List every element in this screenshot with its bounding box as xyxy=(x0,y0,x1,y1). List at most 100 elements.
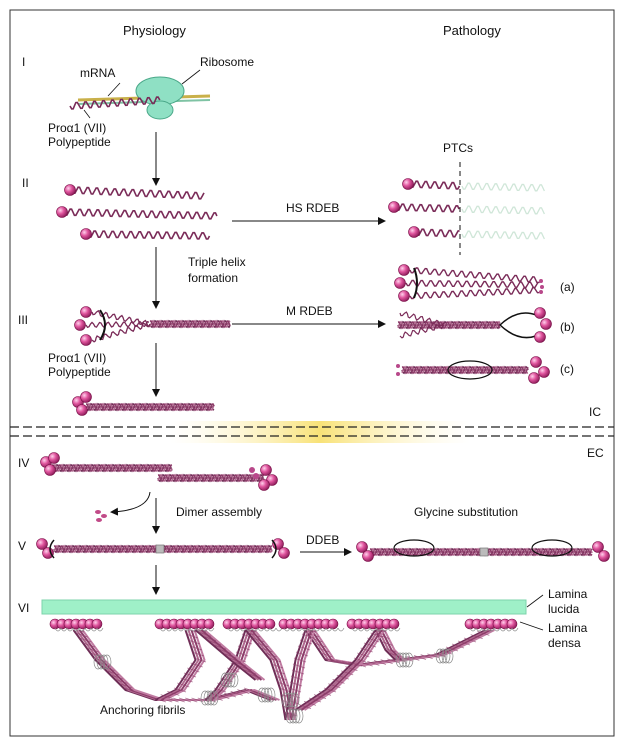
nc1-domain-sphere xyxy=(42,547,54,559)
procollagen-chains xyxy=(56,184,218,240)
nc1-domain-sphere xyxy=(56,206,68,218)
polypeptide-chain xyxy=(91,322,151,343)
nc1-domain-sphere xyxy=(80,391,92,403)
stage-1-label: I xyxy=(22,55,25,69)
nc1-domain-sphere xyxy=(48,452,60,464)
nc1-domain-sphere xyxy=(203,618,215,630)
polypeptide-chain xyxy=(85,320,150,329)
polypeptide-label-1a: Proα1 (VII) xyxy=(48,121,106,135)
dimer-molecule xyxy=(36,538,290,559)
triple-helix-rod xyxy=(51,463,173,473)
lamina-band xyxy=(41,599,527,615)
antiparallel-dimer xyxy=(40,452,278,491)
nc1-domain-sphere xyxy=(64,184,76,196)
stage-2-label: II xyxy=(22,176,29,190)
polypeptide-label-2a: Proα1 (VII) xyxy=(48,351,106,365)
ribosome-icon xyxy=(135,76,185,120)
polypeptide-pointer xyxy=(83,109,91,119)
nascent-polypeptide xyxy=(69,96,161,110)
variant-a-molecule xyxy=(394,264,544,302)
triple-helix-label-a: Triple helix xyxy=(188,255,246,269)
ic-label: IC xyxy=(589,405,601,419)
variant-c-label: (c) xyxy=(560,362,574,376)
lamina-densa-label-b: densa xyxy=(548,636,581,650)
lamina-lucida-label-a: Lamina xyxy=(548,587,588,601)
lamina-densa-pointer xyxy=(519,621,544,631)
nc1-domain-sphere xyxy=(388,201,400,213)
polypeptide-label-1b: Polypeptide xyxy=(48,135,111,149)
nc1-domain-sphere xyxy=(534,307,546,319)
polypeptide-chain xyxy=(399,311,446,328)
nc1-domain-sphere xyxy=(258,479,270,491)
lamina-lucida-pointer xyxy=(526,594,544,608)
polypeptide-chain xyxy=(405,279,540,289)
nc1-domain-sphere xyxy=(528,372,540,384)
polypeptide-chain xyxy=(63,208,218,220)
variant-a-label: (a) xyxy=(560,280,575,294)
hs-rdeb-label: HS RDEB xyxy=(286,201,339,215)
nc1-domain-sphere xyxy=(506,618,518,630)
anchoring-fibrils xyxy=(71,627,495,724)
stage-6-label: VI xyxy=(18,601,29,615)
arrow-cleavage xyxy=(110,491,151,516)
stage-4-label: IV xyxy=(18,456,29,470)
dimer-assembly-label: Dimer assembly xyxy=(176,505,262,519)
polypeptide-chain xyxy=(87,230,211,240)
mrna-label: mRNA xyxy=(80,66,115,80)
nc1-domain-sphere xyxy=(402,178,414,190)
nc1-domain-sphere xyxy=(398,290,410,302)
nc1-domain-sphere xyxy=(91,618,103,630)
nc1-domain-sphere xyxy=(394,277,406,289)
glycine-substituted-dimer xyxy=(356,539,610,562)
ec-label: EC xyxy=(587,446,604,460)
nc1-domain-sphere xyxy=(538,366,550,378)
nc1-domain-sphere xyxy=(362,550,374,562)
nc1-domain-sphere xyxy=(74,319,86,331)
lamina-lucida-label-b: lucida xyxy=(548,602,580,616)
triple-helix-rod xyxy=(149,319,231,329)
polypeptide-chain xyxy=(415,228,460,238)
m-rdeb-label: M RDEB xyxy=(286,304,333,318)
nc1-domain-sphere xyxy=(408,226,420,238)
nc1-domain-sphere xyxy=(80,306,92,318)
ribosome-pointer xyxy=(181,69,201,85)
polypeptide-chain xyxy=(409,267,539,284)
cleaved-fragments xyxy=(95,510,107,522)
ptcs-label: PTCs xyxy=(443,141,473,155)
lamina-densa-label-a: Lamina xyxy=(548,621,588,635)
nc1-domain-sphere xyxy=(598,550,610,562)
nc1-domain-sphere xyxy=(327,618,339,630)
nc1-domain-sphere xyxy=(36,538,48,550)
nc1-domain-sphere xyxy=(388,618,400,630)
triple-helix-rod xyxy=(401,365,529,375)
triple-helix-molecule xyxy=(74,306,231,346)
nc1-domain-sphere xyxy=(534,331,546,343)
truncated-chains xyxy=(388,178,545,240)
polypeptide-chain xyxy=(461,205,545,215)
stage-3-label: III xyxy=(18,313,28,327)
polypeptide-chain xyxy=(395,203,460,213)
nc1-domain-sphere xyxy=(80,228,92,240)
nc1-domain-sphere xyxy=(592,541,604,553)
triple-helix-rod xyxy=(85,402,215,412)
triple-helix-rod xyxy=(157,473,265,483)
anchor-spheres xyxy=(49,618,519,632)
cell-membrane xyxy=(10,421,614,443)
header-physiology: Physiology xyxy=(123,23,186,38)
variant-b-label: (b) xyxy=(560,320,575,334)
nc1-domain-sphere xyxy=(260,464,272,476)
nc1-domain-sphere xyxy=(530,356,542,368)
ddeb-label: DDEB xyxy=(306,533,339,547)
procollagen-molecule xyxy=(72,391,215,416)
stage-5-label: V xyxy=(18,539,26,553)
header-pathology: Pathology xyxy=(443,23,501,38)
polypeptide-chain xyxy=(409,180,461,190)
anchoring-fibrils-label: Anchoring fibrils xyxy=(100,703,185,717)
nc1-domain-sphere xyxy=(76,404,88,416)
ribosome-label: Ribosome xyxy=(200,55,254,69)
triple-helix-label-b: formation xyxy=(188,271,238,285)
polypeptide-label-2b: Polypeptide xyxy=(48,365,111,379)
variant-b-molecule xyxy=(397,307,552,343)
triple-helix-rod xyxy=(397,320,501,330)
